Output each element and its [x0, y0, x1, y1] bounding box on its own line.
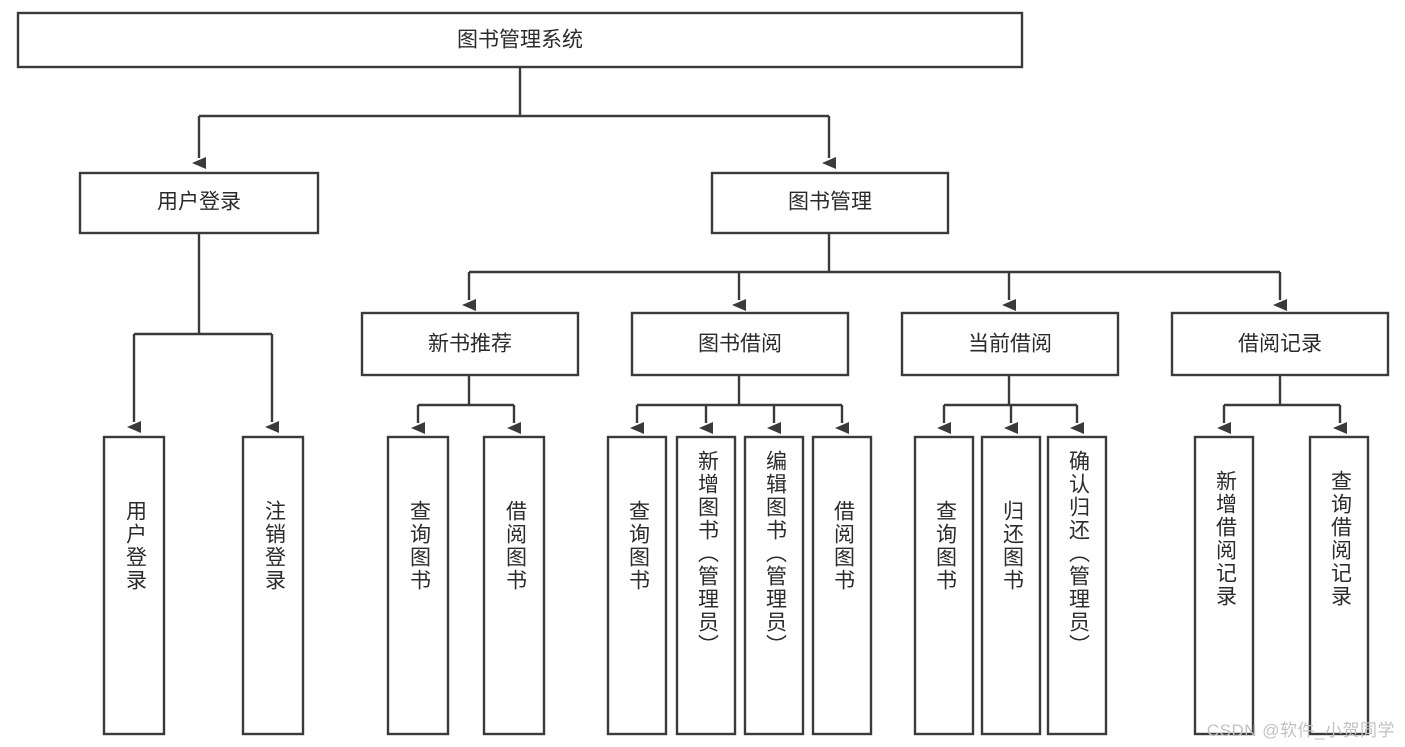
node-leaf-query-book-cur-label: 查询图书	[933, 500, 957, 592]
node-leaf-user-login-label: 用户登录	[123, 500, 147, 592]
node-leaf-add-borrow-record-label: 新增借阅记录	[1213, 470, 1237, 608]
node-book-borrow[interactable]: 图书借阅	[630, 311, 850, 377]
node-leaf-query-book-borrow-box[interactable]	[606, 435, 668, 736]
node-leaf-logout[interactable]: 注销登录	[241, 435, 305, 736]
node-borrow-record[interactable]: 借阅记录	[1170, 311, 1390, 377]
node-new-book-recommend-label: 新书推荐	[428, 333, 512, 356]
node-leaf-add-book-admin-label: 新增图书（管理员）	[695, 450, 719, 657]
node-leaf-borrow-book-rec-box[interactable]	[482, 435, 546, 736]
node-leaf-query-book-cur-box[interactable]	[913, 435, 975, 736]
node-leaf-return-book[interactable]: 归还图书	[980, 435, 1042, 736]
node-book-borrow-label: 图书借阅	[698, 333, 782, 356]
connector-group-new-book-recommend	[411, 375, 521, 434]
node-leaf-add-book-admin-box[interactable]	[675, 435, 737, 736]
node-current-borrow-box[interactable]	[900, 311, 1120, 377]
node-leaf-borrow-book-box[interactable]	[811, 435, 873, 736]
connector-group-user-login	[127, 233, 279, 433]
node-new-book-recommend-box[interactable]	[360, 311, 580, 377]
node-leaf-borrow-book-rec[interactable]: 借阅图书	[482, 435, 546, 736]
node-book-borrow-box[interactable]	[630, 311, 850, 377]
node-user-login[interactable]: 用户登录	[78, 171, 320, 235]
node-leaf-add-borrow-record-box[interactable]	[1193, 435, 1255, 736]
node-leaf-edit-book-admin-label: 编辑图书（管理员）	[763, 450, 787, 657]
node-root[interactable]: 图书管理系统	[16, 11, 1024, 69]
node-leaf-add-borrow-record[interactable]: 新增借阅记录	[1193, 435, 1255, 736]
connector-group-current-borrow	[937, 375, 1084, 434]
node-leaf-borrow-book-label: 借阅图书	[831, 500, 855, 592]
node-leaf-add-book-admin[interactable]: 新增图书（管理员）	[675, 435, 737, 736]
node-book-manage[interactable]: 图书管理	[710, 171, 950, 235]
node-leaf-confirm-return-admin[interactable]: 确认归还（管理员）	[1046, 435, 1108, 736]
node-book-manage-box[interactable]	[710, 171, 950, 235]
node-leaf-query-borrow-record-label: 查询借阅记录	[1328, 470, 1352, 608]
node-leaf-logout-box[interactable]	[241, 435, 305, 736]
node-leaf-edit-book-admin[interactable]: 编辑图书（管理员）	[743, 435, 805, 736]
node-new-book-recommend[interactable]: 新书推荐	[360, 311, 580, 377]
node-leaf-edit-book-admin-box[interactable]	[743, 435, 805, 736]
node-root-box[interactable]	[16, 11, 1024, 69]
node-leaf-query-book-rec[interactable]: 查询图书	[386, 435, 450, 736]
connector-group-book-borrow	[630, 375, 849, 434]
node-leaf-query-book-cur[interactable]: 查询图书	[913, 435, 975, 736]
connector-group-book-manage	[462, 233, 1287, 311]
node-leaf-query-book-borrow[interactable]: 查询图书	[606, 435, 668, 736]
node-user-login-label: 用户登录	[157, 191, 241, 214]
node-leaf-query-book-borrow-label: 查询图书	[626, 500, 650, 592]
node-leaf-query-borrow-record-box[interactable]	[1308, 435, 1370, 736]
node-leaf-query-book-rec-box[interactable]	[386, 435, 450, 736]
node-leaf-confirm-return-admin-label: 确认归还（管理员）	[1066, 450, 1090, 657]
node-leaf-user-login[interactable]: 用户登录	[102, 435, 166, 736]
node-book-manage-label: 图书管理	[788, 191, 872, 214]
node-leaf-return-book-label: 归还图书	[1000, 500, 1024, 592]
connector-group-borrow-record	[1217, 375, 1347, 434]
node-current-borrow-label: 当前借阅	[968, 333, 1052, 356]
node-borrow-record-box[interactable]	[1170, 311, 1390, 377]
node-leaf-confirm-return-admin-box[interactable]	[1046, 435, 1108, 736]
node-root-label: 图书管理系统	[457, 29, 583, 52]
node-borrow-record-label: 借阅记录	[1238, 333, 1322, 356]
node-leaf-borrow-book-rec-label: 借阅图书	[503, 500, 527, 592]
node-leaf-user-login-box[interactable]	[102, 435, 166, 736]
node-leaf-query-book-rec-label: 查询图书	[407, 500, 431, 592]
node-current-borrow[interactable]: 当前借阅	[900, 311, 1120, 377]
connector-group-root	[192, 67, 836, 169]
node-user-login-box[interactable]	[78, 171, 320, 235]
node-leaf-borrow-book[interactable]: 借阅图书	[811, 435, 873, 736]
node-leaf-return-book-box[interactable]	[980, 435, 1042, 736]
node-leaf-query-borrow-record[interactable]: 查询借阅记录	[1308, 435, 1370, 736]
node-leaf-logout-label: 注销登录	[262, 500, 286, 592]
